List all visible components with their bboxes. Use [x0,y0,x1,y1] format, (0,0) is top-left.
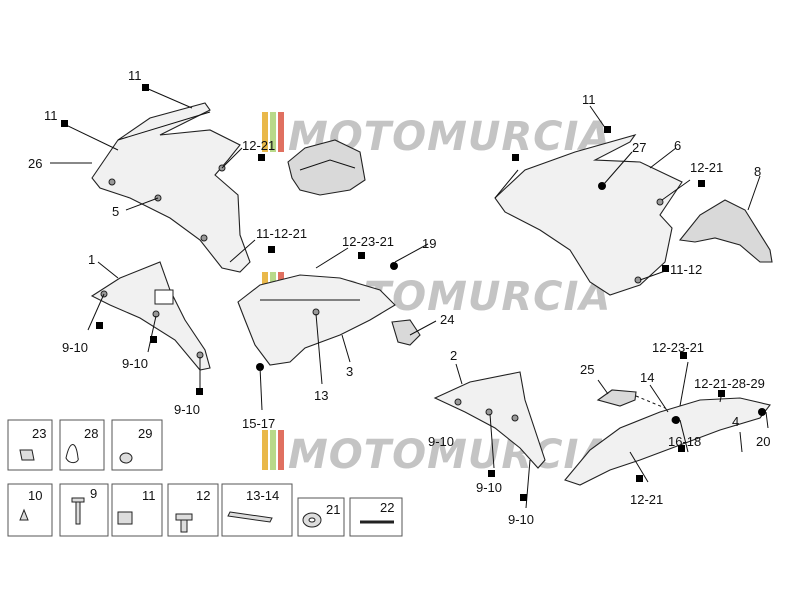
callout-24: 24 [440,312,454,327]
callout-3: 3 [346,364,353,379]
part-24-bracket [391,319,421,346]
callout-16-18: 16-18 [668,434,701,449]
callout-20: 20 [756,434,770,449]
callout-13: 13 [314,388,328,403]
hardware-box-23: 23 [7,419,53,471]
callout-5: 5 [112,204,119,219]
svg-text:28: 28 [84,426,98,441]
callout-6: 6 [674,138,681,153]
svg-text:9: 9 [90,486,97,501]
callout-1: 1 [88,252,95,267]
part-1-left-lower-panel [90,261,211,371]
svg-text:29: 29 [138,426,152,441]
watermark-bottom: MOTOMURCIA [262,430,611,478]
part-6-right-upper-fairing [494,134,683,296]
watermark-text: MOTOMURCIA [288,432,611,478]
callout-9-10: 9-10 [62,340,88,355]
callout-12-21: 12-21 [630,492,663,507]
svg-text:12: 12 [196,488,210,503]
hardware-box-29: 29 [111,419,163,471]
hardware-box-21: 21 [297,497,345,537]
svg-text:13-14: 13-14 [246,488,279,503]
callout-25: 25 [580,362,594,377]
callout-11: 11 [128,68,142,83]
callout-9-10: 9-10 [508,512,534,527]
hardware-box-12: 12 [167,483,219,537]
callout-12-21: 12-21 [690,160,723,175]
svg-text:11: 11 [142,488,156,503]
callout-26: 26 [28,156,42,171]
callout-labels: 11 11 26 5 12-21 11-12-21 1 9-10 9-10 9-… [28,68,770,527]
callout-11: 11 [44,108,58,123]
hardware-legend: 23 28 29 10 9 11 [7,419,403,537]
callout-15-17: 15-17 [242,416,275,431]
callout-11-12-21: 11-12-21 [256,226,307,241]
marker-squares [61,84,725,501]
svg-text:22: 22 [380,500,394,515]
hardware-box-28: 28 [59,419,105,471]
hardware-box-22: 22 [349,497,403,537]
callout-11-12: 11-12 [670,262,702,277]
callout-14: 14 [640,370,654,385]
callout-9-10: 9-10 [476,480,502,495]
callout-4: 4 [732,414,739,429]
callout-9-10: 9-10 [174,402,200,417]
callout-27: 27 [632,140,646,155]
hardware-box-10: 10 [7,483,53,537]
callout-19: 19 [422,236,436,251]
callout-8: 8 [754,164,761,179]
callout-11: 11 [582,92,596,107]
part-air-duct [287,139,366,196]
callout-12-23-21: 12-23-21 [342,234,394,249]
svg-text:10: 10 [28,488,42,503]
part-5-left-upper-fairing [91,102,251,273]
callout-12-23-21: 12-23-21 [652,340,704,355]
part-8-bracket [678,199,773,263]
hardware-box-9: 9 [59,483,109,537]
callout-9-10: 9-10 [122,356,148,371]
hardware-box-11: 11 [111,483,163,537]
callout-9-10: 9-10 [428,434,454,449]
svg-text:23: 23 [32,426,46,441]
callout-12-21-28-29: 12-21-28-29 [694,376,765,391]
svg-text:21: 21 [326,502,340,517]
hardware-box-13-14: 13-14 [221,483,293,537]
callout-12-21: 12-21 [242,138,275,153]
callout-2: 2 [450,348,457,363]
